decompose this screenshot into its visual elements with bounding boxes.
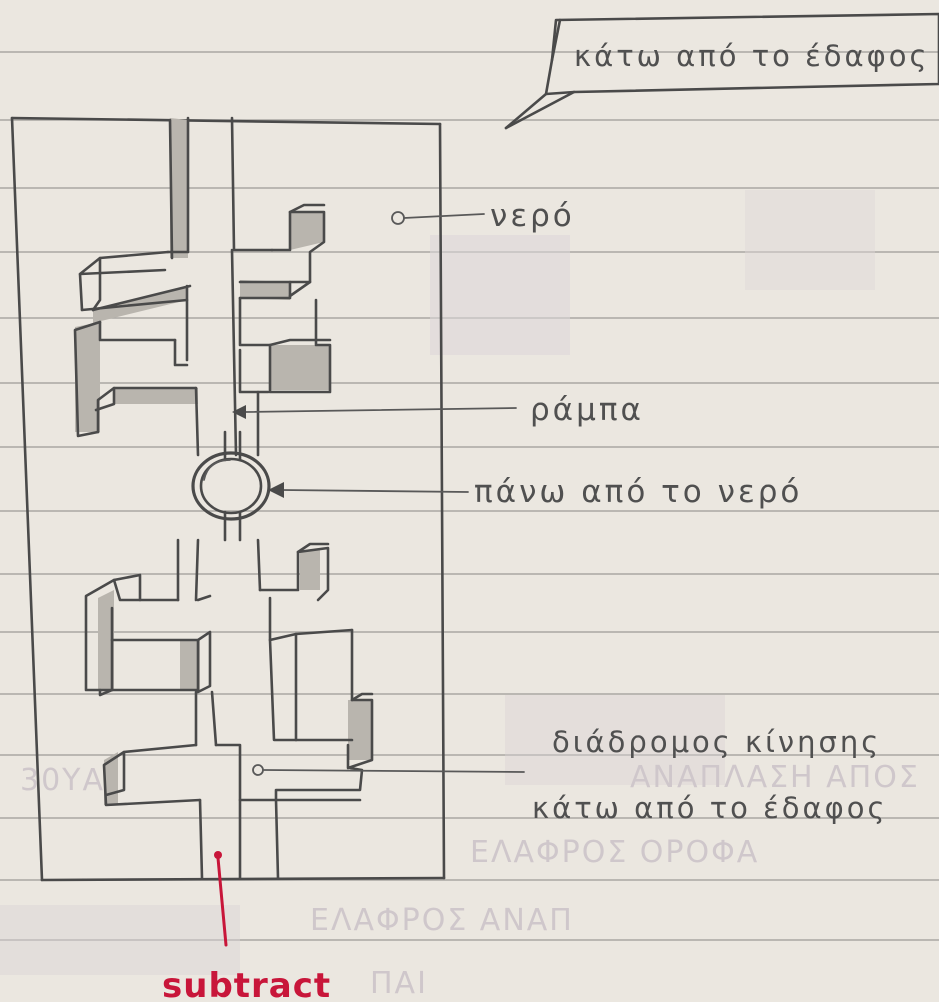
callout-label: κάτω από το έδαφος xyxy=(574,39,930,73)
above-water-label: πάνω από το νερό xyxy=(474,474,802,510)
svg-text:ΕΛΑΦΡΟΣ ΟΡΟΦΑ: ΕΛΑΦΡΟΣ ΟΡΟΦΑ xyxy=(470,835,759,870)
svg-text:ΕΛΑΦΡΟΣ ΑΝΑΠ: ΕΛΑΦΡΟΣ ΑΝΑΠ xyxy=(310,903,574,938)
corridor-label-line1: διάδρομος κίνησης xyxy=(552,725,881,759)
svg-text:ΑΝΑΠΛΑΣΗ ΑΠΟΣ: ΑΝΑΠΛΑΣΗ ΑΠΟΣ xyxy=(630,760,920,795)
lower-corridor-network xyxy=(86,540,372,878)
ramp-label: ράμπα xyxy=(530,392,644,428)
corridor-label-line2: κάτω από το έδαφος xyxy=(532,791,888,825)
water-label: νερό xyxy=(490,198,575,234)
subtract-label: subtract xyxy=(162,966,331,1002)
svg-text:30ΥΑ: 30ΥΑ xyxy=(20,763,105,798)
upper-corridor-network xyxy=(75,118,330,455)
svg-text:ΠΑΙ: ΠΑΙ xyxy=(370,966,428,1001)
